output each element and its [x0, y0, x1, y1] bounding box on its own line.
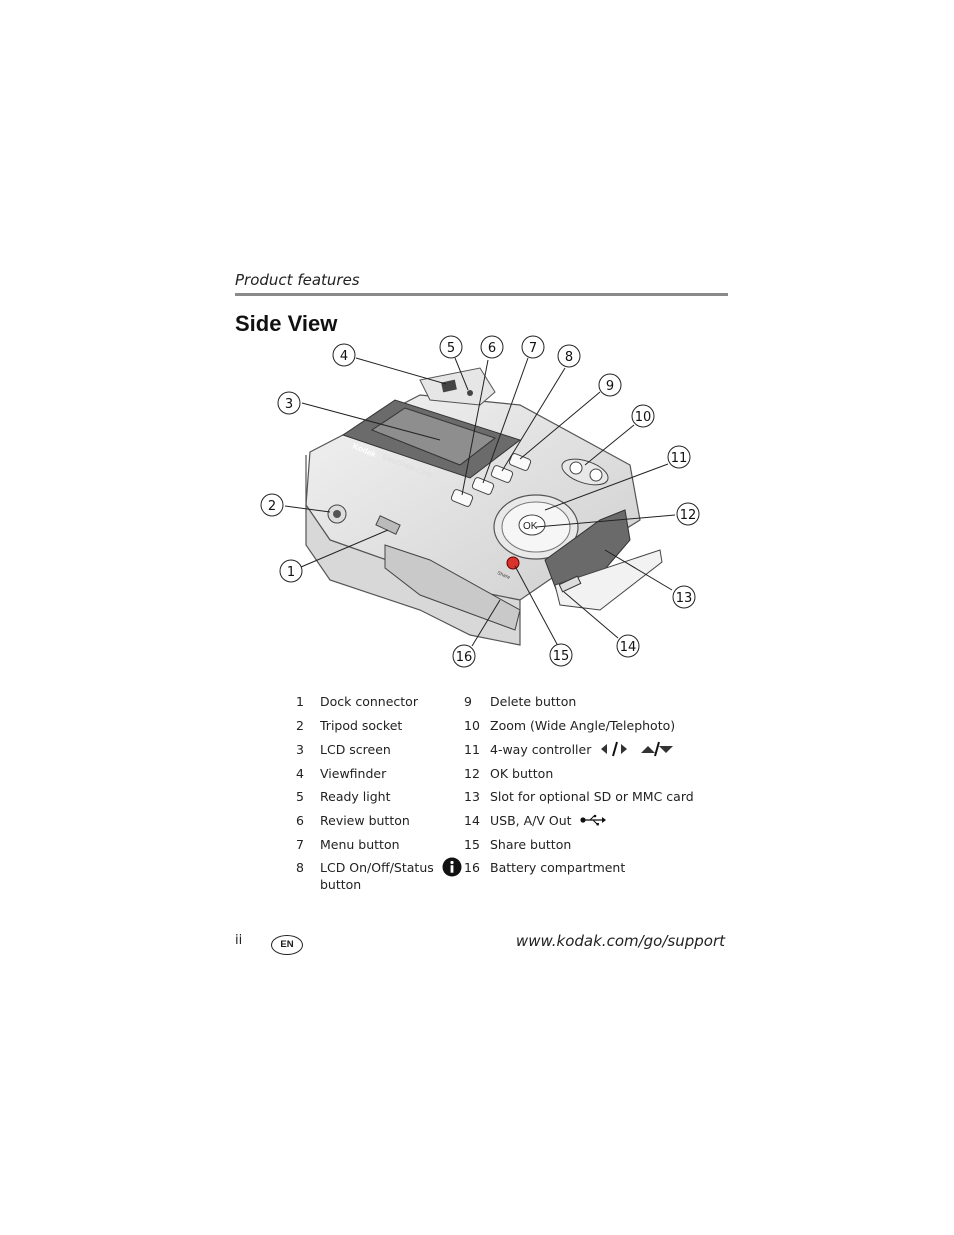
callout-8: 8 [565, 350, 573, 365]
svg-text:Share: Share [496, 570, 511, 581]
battery-compartment [384, 544, 521, 631]
open-door [554, 549, 663, 611]
legend-label: Dock connector [320, 694, 418, 709]
callout-4: 4 [340, 349, 348, 364]
section-header: Product features [235, 271, 360, 289]
callout-6: 6 [488, 341, 496, 356]
legend-label: Tripod socket [320, 718, 403, 733]
page-title: Side View [235, 311, 338, 336]
legend-label: LCD On/Off/Status [320, 860, 434, 875]
info-icon [442, 857, 462, 876]
delete-button [508, 453, 532, 471]
camera-diagram: Kodak EasyShare C340 OK Share [260, 335, 700, 668]
dock-connector [375, 515, 401, 535]
viewfinder [419, 367, 496, 406]
usb-port [558, 575, 582, 593]
ok-button [518, 514, 546, 536]
legend-label: Menu button [320, 837, 400, 852]
support-url[interactable]: www.kodak.com/go/support [515, 932, 725, 950]
legend-label: USB, A/V Out [490, 813, 572, 828]
callout-11: 11 [671, 451, 688, 466]
callout-3: 3 [285, 397, 293, 412]
legend-label: Battery compartment [490, 860, 626, 875]
legend-label: OK button [490, 766, 554, 781]
callout-14: 14 [620, 640, 637, 655]
svg-text:OK: OK [523, 521, 538, 532]
page-number: ii [235, 933, 243, 948]
legend-label: Delete button [490, 694, 577, 709]
usb-icon [579, 814, 606, 826]
legend-label: LCD screen [320, 742, 391, 757]
menu-button [471, 477, 495, 495]
review-button [450, 489, 474, 507]
arrow-keys-icon [601, 741, 674, 757]
callout-15: 15 [553, 649, 570, 664]
callout-16: 16 [456, 650, 473, 665]
share-button [506, 556, 520, 570]
lcd-status-button [490, 465, 514, 483]
legend-label: Share button [490, 837, 572, 852]
callout-12: 12 [680, 508, 697, 523]
language-badge: EN [271, 935, 303, 955]
legend-label: Viewfinder [320, 766, 387, 781]
lcd-screen [370, 407, 497, 466]
callout-13: 13 [676, 591, 693, 606]
legend-label-continued: button [320, 876, 362, 892]
callout-2: 2 [268, 499, 276, 514]
callout-10: 10 [635, 410, 652, 425]
legend-label: Ready light [320, 789, 391, 804]
callout-9: 9 [606, 379, 614, 394]
legend-label: Zoom (Wide Angle/Telephoto) [490, 718, 676, 733]
legend-label: Review button [320, 813, 410, 828]
callout-5: 5 [447, 341, 455, 356]
callout-1: 1 [287, 565, 295, 580]
legend-label: Slot for optional SD or MMC card [490, 789, 694, 804]
callout-7: 7 [529, 341, 537, 356]
header-rule [235, 293, 728, 296]
legend-label: 4-way controller [490, 742, 592, 757]
